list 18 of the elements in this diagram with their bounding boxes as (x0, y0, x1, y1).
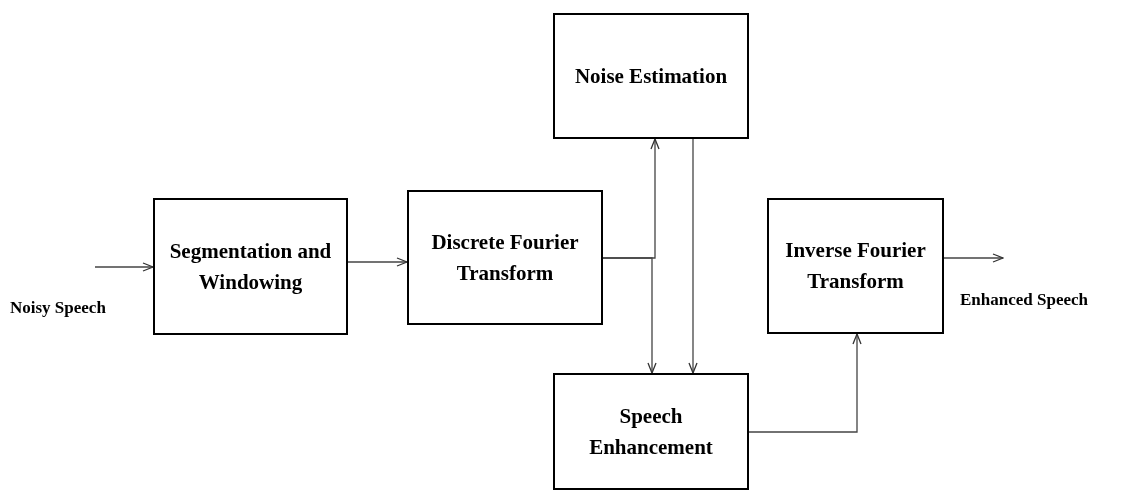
arrow (688, 138, 698, 374)
arrow (94, 262, 154, 272)
box-label: Speech Enhancement (588, 402, 714, 461)
signal-label: Enhanced Speech (960, 289, 1088, 311)
arrow (347, 257, 408, 267)
arrow (943, 253, 1004, 263)
process-box (767, 198, 944, 334)
box-label: Segmentation and Windowing (168, 237, 333, 296)
process-box (407, 190, 603, 325)
arrow (748, 333, 862, 433)
box-label: Inverse Fourier Transform (784, 237, 927, 295)
signal-label: Noisy Speech (10, 297, 106, 319)
process-box (553, 13, 749, 139)
process-box (153, 198, 348, 335)
arrow (602, 257, 657, 374)
box-label: Discrete Fourier Transform (430, 228, 580, 287)
box-label: Noise Estimation (574, 62, 728, 90)
process-box (553, 373, 749, 490)
